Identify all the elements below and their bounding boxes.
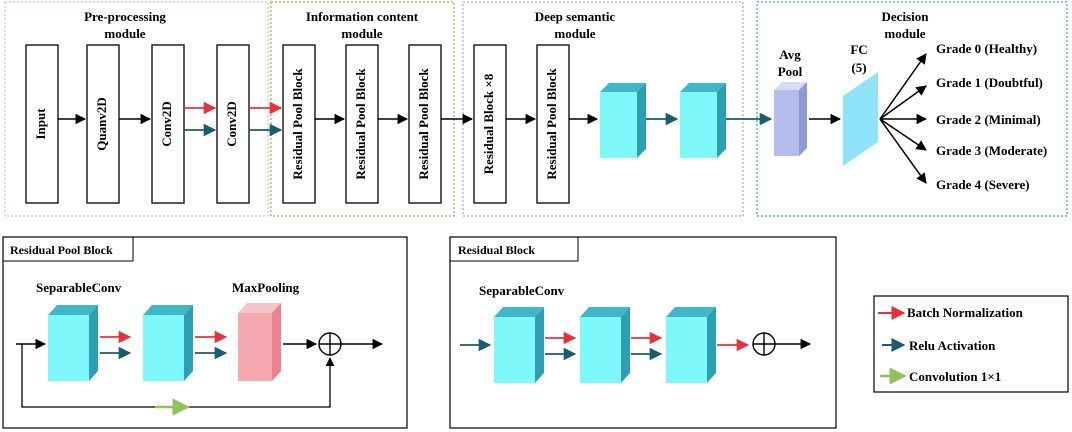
- information-title-line1: Information content: [306, 9, 419, 24]
- preprocessing-title-line2: module: [104, 26, 145, 41]
- rpb-maxpool-block: [238, 303, 281, 381]
- grade-0-label: Grade 0 (Healthy): [936, 41, 1037, 56]
- preprocessing-title-line1: Pre-processing: [84, 9, 166, 24]
- feature-map-1: [600, 83, 646, 158]
- conv2d-block-2-label: Conv2D: [224, 101, 239, 147]
- conv2d-block-1-label: Conv2D: [159, 101, 174, 147]
- decision-module-frame: [756, 1, 1068, 217]
- semantic-title-line2: module: [554, 26, 595, 41]
- decision-title-line1: Decision: [882, 9, 930, 24]
- residual-pool-block-1-label: Residual Pool Block: [290, 68, 305, 180]
- rb-sepconv-map-2: [580, 307, 630, 383]
- residual-pool-block-2: Residual Pool Block: [345, 44, 379, 204]
- information-module-frame: [270, 1, 455, 217]
- rpb-sum-icon: [318, 332, 342, 356]
- grade-2-label: Grade 2 (Minimal): [936, 112, 1041, 127]
- input-block-label: Input: [33, 108, 48, 140]
- legend-relu-label: Relu Activation: [909, 338, 996, 353]
- rpb-detail-title: Residual Pool Block: [10, 243, 113, 257]
- grade-3-label: Grade 3 (Moderate): [936, 143, 1047, 158]
- decision-title-line2: module: [884, 26, 925, 41]
- rb-sepconv-map-1: [494, 307, 544, 383]
- quanv2d-block-label: Quanv2D: [94, 97, 109, 150]
- fc-layer: [843, 72, 878, 166]
- information-title-line2: module: [341, 26, 382, 41]
- rpb-maxpool-label: MaxPooling: [232, 280, 300, 295]
- avgpool-label-line1: Avg: [779, 47, 801, 62]
- residual-pool-block-2-label: Residual Pool Block: [353, 68, 368, 180]
- legend-batch-norm-label: Batch Normalization: [907, 305, 1024, 320]
- residual-pool-block-4: Residual Pool Block: [536, 44, 570, 204]
- avgpool-label-line2: Pool: [778, 64, 803, 79]
- rpb-sepconv-label: SeparableConv: [36, 280, 122, 295]
- residual-pool-block-3-label: Residual Pool Block: [416, 68, 431, 180]
- input-block: Input: [25, 44, 59, 204]
- legend-conv1x1-label: Convolution 1×1: [909, 369, 1001, 384]
- conv2d-block-2: Conv2D: [216, 44, 250, 204]
- avgpool-block: [774, 82, 807, 156]
- residual-pool-block-4-label: Residual Pool Block: [544, 68, 559, 180]
- feature-map-2: [680, 83, 726, 158]
- fc-label-line2: (5): [851, 60, 866, 75]
- rb-detail-panel: [449, 236, 837, 429]
- fc-label-line1: FC: [850, 42, 867, 57]
- residual-pool-block-3: Residual Pool Block: [408, 44, 442, 204]
- grade-4-label: Grade 4 (Severe): [936, 177, 1030, 192]
- semantic-module-frame: [462, 1, 744, 217]
- grade-fanout-arrows: [879, 53, 928, 184]
- rpb-sepconv-map-1: [48, 305, 98, 381]
- residual-pool-block-1: Residual Pool Block: [282, 44, 316, 204]
- grade-1-label: Grade 1 (Doubtful): [936, 75, 1043, 90]
- rb-detail-title: Residual Block: [458, 243, 535, 257]
- quanv2d-block: Quanv2D: [86, 44, 120, 204]
- rpb-detail-title-box: [2, 236, 134, 262]
- rb-sepconv-label: SeparableConv: [479, 283, 565, 298]
- rb-detail-title-box: [449, 236, 579, 262]
- rb-sum-icon: [752, 332, 776, 356]
- semantic-title-line1: Deep semantic: [535, 9, 616, 24]
- rb-sepconv-map-3: [666, 307, 716, 383]
- rpb-detail-panel: [2, 236, 408, 429]
- rpb-sepconv-map-2: [143, 305, 193, 381]
- preprocessing-module-frame: [4, 1, 269, 217]
- conv2d-block-1: Conv2D: [151, 44, 185, 204]
- legend-panel: [873, 295, 1069, 393]
- residual-block-x8-label: Residual Block ×8: [481, 73, 496, 174]
- residual-block-x8: Residual Block ×8: [473, 44, 507, 204]
